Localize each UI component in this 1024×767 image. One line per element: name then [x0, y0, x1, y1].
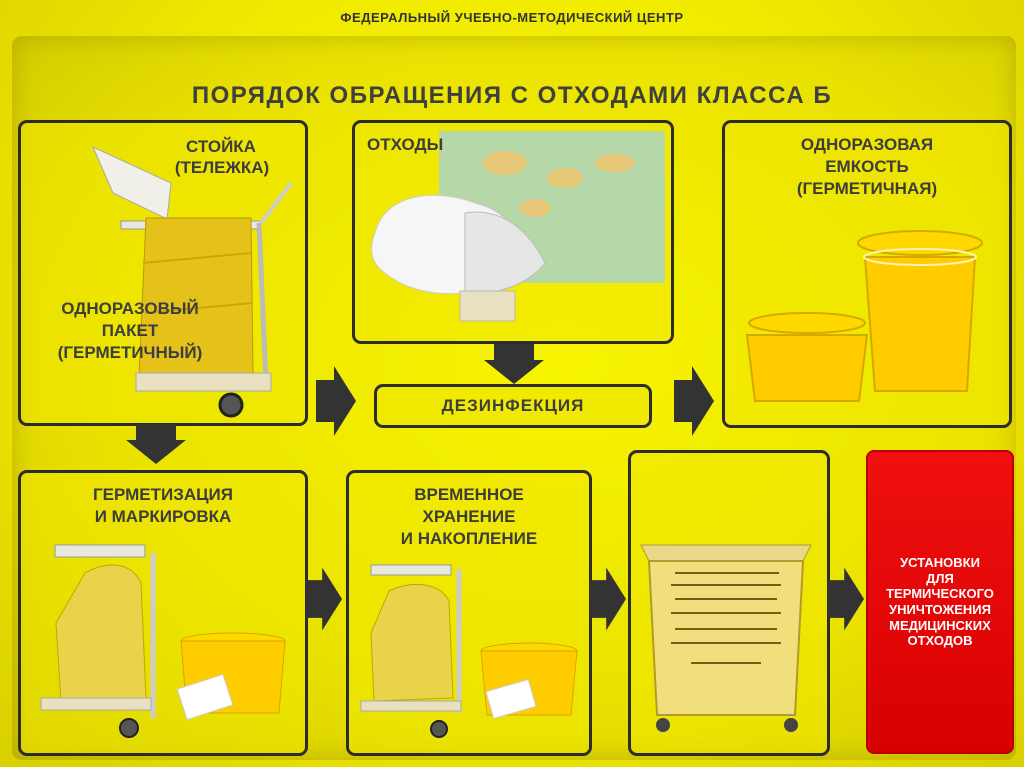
storage-label-line1: ВРЕМЕННОЕ [414, 485, 524, 504]
bag-label-line2: ПАКЕТ [101, 321, 159, 340]
waste-label: ОТХОДЫ [367, 135, 444, 154]
thermal-destruction-box: УСТАНОВКИ ДЛЯ ТЕРМИЧЕСКОГО УНИЧТОЖЕНИЯ М… [866, 450, 1014, 754]
arrow-icon-down-1 [126, 424, 186, 464]
arrow-icon-right-5 [828, 567, 864, 631]
organization-header: ФЕДЕРАЛЬНЫЙ УЧЕБНО-МЕТОДИЧЕСКИЙ ЦЕНТР [340, 10, 684, 25]
sealing-label-line2: И МАРКИРОВКА [94, 507, 232, 526]
arrow-icon-down-2 [484, 344, 544, 384]
cart-icon [92, 145, 293, 418]
waste-box: ОТХОДЫ [352, 120, 674, 344]
arrow-icon-right-3 [306, 567, 342, 631]
stand-label-line1: СТОЙКА [186, 137, 256, 156]
main-title: ПОРЯДОК ОБРАЩЕНИЯ С ОТХОДАМИ КЛАССА Б [191, 82, 833, 109]
storage-cart-icon [360, 564, 578, 738]
container-icon [640, 544, 812, 732]
container-label-line2: ЕМКОСТЬ [825, 157, 909, 176]
waste-container-box [628, 450, 830, 756]
sealing-marking-box: ГЕРМЕТИЗАЦИЯ И МАРКИРОВКА [18, 470, 308, 756]
sealed-bag-icon [40, 544, 286, 738]
container-label-line3: (ГЕРМЕТИЧНАЯ) [796, 179, 938, 198]
arrow-icon-right-1 [316, 366, 356, 436]
storage-label-line2: ХРАНЕНИЕ [422, 507, 516, 526]
thermal-destruction-label: УСТАНОВКИ ДЛЯ ТЕРМИЧЕСКОГО УНИЧТОЖЕНИЯ М… [886, 555, 994, 649]
stand-label-line2: (ТЕЛЕЖКА) [174, 158, 270, 177]
disinfection-box: ДЕЗИНФЕКЦИЯ [374, 384, 652, 428]
cart-bag-box: СТОЙКА (ТЕЛЕЖКА) ОДНОРАЗОВЫЙ ПАКЕТ (ГЕРМ… [18, 120, 308, 426]
arrow-icon-right-2 [674, 366, 714, 436]
bucket-icon [745, 230, 983, 402]
bag-label-line3: (ГЕРМЕТИЧНЫЙ) [57, 343, 203, 362]
arrow-icon-right-4 [590, 567, 626, 631]
disposable-container-box: ОДНОРАЗОВАЯ ЕМКОСТЬ (ГЕРМЕТИЧНАЯ) [722, 120, 1012, 428]
storage-label-line3: И НАКОПЛЕНИЕ [400, 529, 538, 548]
waste-photo-icon [371, 131, 665, 322]
bag-label-line1: ОДНОРАЗОВЫЙ [61, 299, 199, 318]
sealing-label-line1: ГЕРМЕТИЗАЦИЯ [93, 485, 233, 504]
container-label-line1: ОДНОРАЗОВАЯ [800, 135, 934, 154]
temporary-storage-box: ВРЕМЕННОЕ ХРАНЕНИЕ И НАКОПЛЕНИЕ [346, 470, 592, 756]
